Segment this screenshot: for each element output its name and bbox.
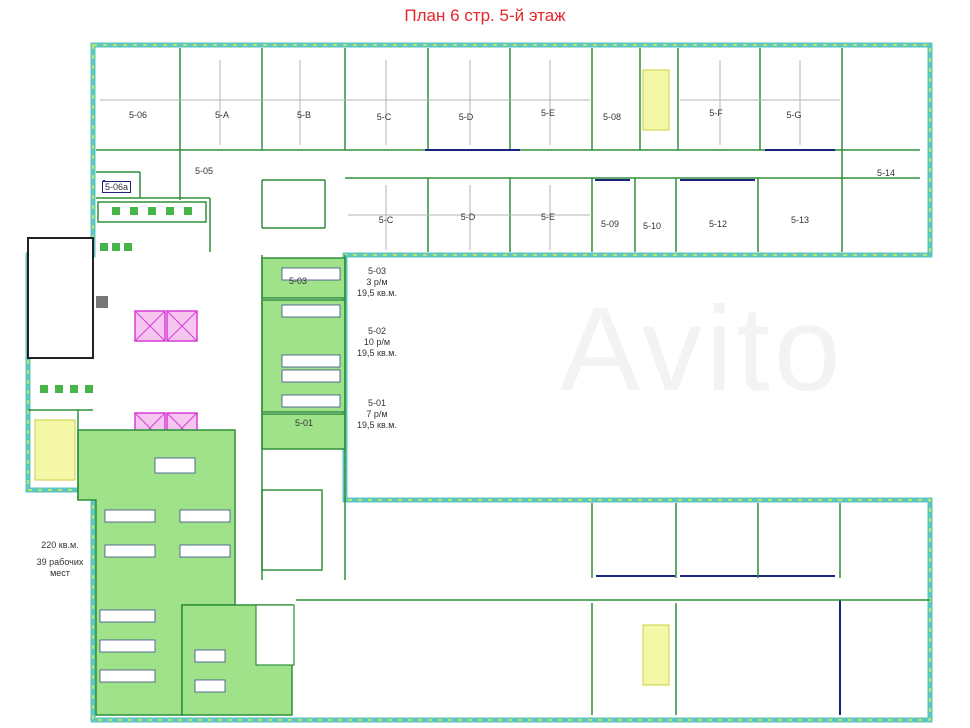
openspace-places-line1: 39 рабочих	[36, 557, 84, 567]
outer-walls-dash	[27, 44, 931, 721]
office-5-03-places: 3 р/м	[366, 277, 388, 287]
room-5-06a: 5-06а	[102, 181, 132, 193]
room-5-A: 5-A	[214, 110, 230, 120]
room-5-13: 5-13	[790, 215, 810, 225]
core-walls	[28, 255, 930, 715]
room-5-C-bottom: 5-C	[378, 215, 394, 225]
room-5-03-inner: 5-03	[288, 276, 308, 286]
plan-title: План 6 стр. 5-й этаж	[404, 6, 566, 25]
openspace-room	[255, 604, 295, 666]
room-5-05: 5-05	[194, 166, 214, 176]
room-5-08: 5-08	[602, 112, 622, 122]
openspace-note: 220 кв.м. 39 рабочих мест	[30, 540, 90, 579]
room-5-F: 5-F	[709, 108, 723, 118]
desks	[99, 267, 341, 693]
partitions	[100, 60, 840, 250]
office-5-02-places: 10 р/м	[363, 337, 391, 347]
stairs	[34, 69, 670, 686]
office-5-01-places: 7 р/м	[366, 409, 388, 419]
elevator-shafts	[134, 310, 198, 444]
room-5-10: 5-10	[642, 221, 662, 231]
office-5-02-area: 19,5 кв.м.	[357, 348, 397, 358]
toilet-block	[27, 201, 207, 393]
openspace-places-line2: мест	[50, 568, 70, 578]
room-5-D-bottom: 5-D	[460, 212, 476, 222]
office-5-02-number: 5-02	[367, 326, 386, 336]
room-5-G: 5-G	[786, 110, 802, 120]
room-5-E-top: 5-E	[540, 108, 556, 118]
room-5-09: 5-09	[600, 219, 620, 229]
office-5-01-note: 5-01 7 р/м 19,5 кв.м.	[355, 398, 399, 431]
office-5-02-note: 5-02 10 р/м 19,5 кв.м.	[355, 326, 399, 359]
office-5-03-area: 19,5 кв.м.	[357, 288, 397, 298]
watermark: Avito	[560, 282, 845, 416]
room-5-E-bottom: 5-E	[540, 212, 556, 222]
room-5-D-top: 5-D	[458, 112, 474, 122]
openspace-area: 220 кв.м.	[41, 540, 79, 550]
room-5-14: 5-14	[876, 168, 896, 178]
office-5-01-number: 5-01	[367, 398, 386, 408]
room-5-01-inner: 5-01	[294, 418, 314, 428]
room-5-12: 5-12	[708, 219, 728, 229]
top-wing-walls	[96, 48, 920, 252]
room-5-06: 5-06	[128, 110, 148, 120]
room-5-C-top: 5-C	[376, 112, 392, 122]
office-5-03-number: 5-03	[367, 266, 386, 276]
room-5-B: 5-B	[296, 110, 312, 120]
office-5-01-area: 19,5 кв.м.	[357, 420, 397, 430]
office-5-03-note: 5-03 3 р/м 19,5 кв.м.	[355, 266, 399, 299]
